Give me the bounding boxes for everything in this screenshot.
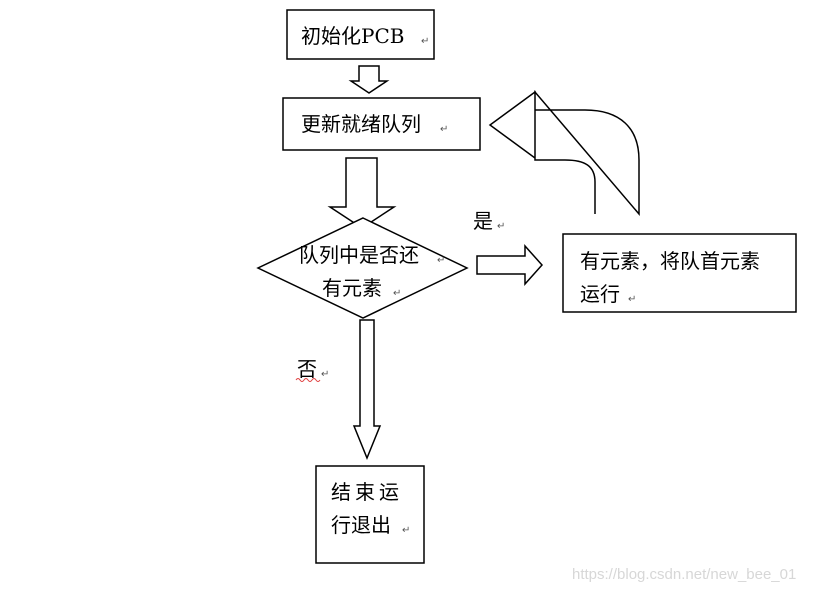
node-decision-queue-has-elements: 队列中是否还 ↵ 有元素 ↵ (256, 217, 469, 319)
arrow-down-no (352, 319, 382, 460)
edge-label-no: 否 ↵ (295, 357, 329, 382)
svg-text:结束运: 结束运 (331, 480, 403, 504)
svg-text:↵: ↵ (421, 36, 429, 47)
spellcheck-underline (295, 378, 321, 382)
svg-text:↵: ↵ (440, 124, 448, 135)
svg-text:↵: ↵ (402, 525, 410, 536)
arrow-loop-back-to-update (488, 89, 640, 217)
node-init-pcb: 初始化PCB ↵ (286, 9, 435, 60)
arrow-down-update-to-decision (327, 157, 397, 229)
svg-text:队列中是否还: 队列中是否还 (299, 243, 419, 267)
svg-text:↵: ↵ (321, 369, 329, 380)
edge-label-yes: 是 ↵ (473, 209, 505, 233)
svg-text:更新就绪队列: 更新就绪队列 (301, 112, 421, 136)
svg-text:↵: ↵ (497, 221, 505, 232)
node-end: 结束运 行退出 ↵ (315, 465, 425, 564)
node-run-queue-head: 有元素，将队首元素 运行 ↵ (562, 233, 797, 313)
svg-text:↵: ↵ (393, 288, 401, 299)
arrow-down-init-to-update (348, 65, 390, 94)
svg-text:有元素: 有元素 (322, 276, 382, 300)
svg-text:是: 是 (473, 209, 493, 233)
svg-text:行退出: 行退出 (331, 513, 391, 537)
svg-text:初始化PCB: 初始化PCB (301, 24, 404, 48)
svg-text:否: 否 (297, 357, 317, 381)
svg-text:↵: ↵ (437, 255, 445, 266)
watermark: https://blog.csdn.net/new_bee_01 (572, 566, 796, 583)
arrow-right-yes (476, 244, 544, 286)
svg-text:↵: ↵ (628, 294, 636, 305)
svg-text:运行: 运行 (580, 282, 620, 306)
svg-text:有元素，将队首元素: 有元素，将队首元素 (580, 249, 760, 273)
node-update-ready-queue: 更新就绪队列 ↵ (282, 97, 481, 151)
